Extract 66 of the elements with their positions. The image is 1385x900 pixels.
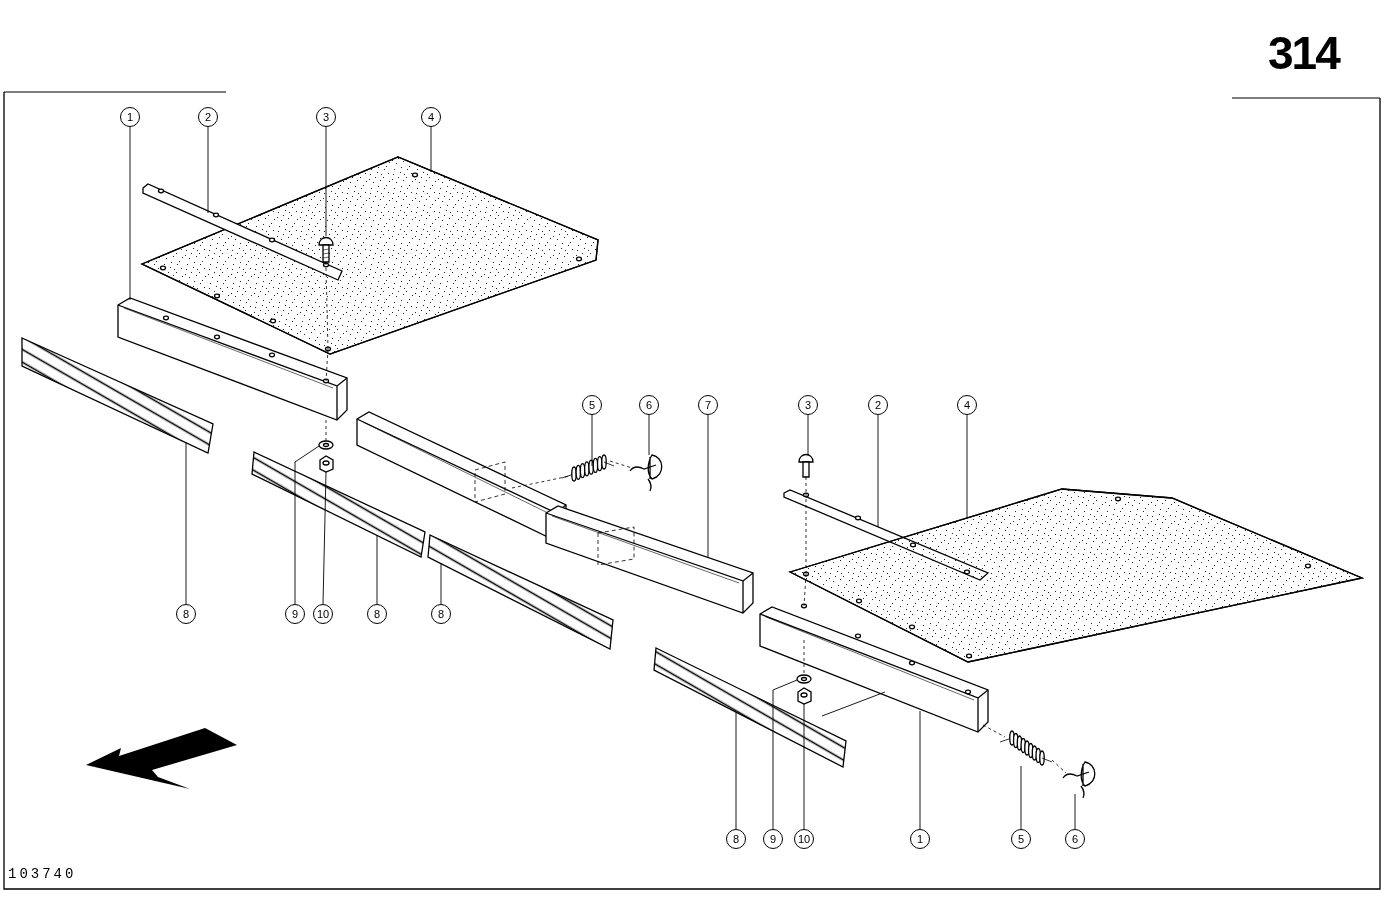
washer-drawing xyxy=(796,673,812,685)
callout-number: 5 xyxy=(582,395,602,415)
leader-line xyxy=(877,414,879,528)
hatched-strip-drawing xyxy=(426,532,614,650)
assembly-line xyxy=(821,691,886,717)
assembly-line xyxy=(325,419,327,442)
callout-number: 3 xyxy=(316,107,336,127)
callout-number: 6 xyxy=(639,395,659,415)
callout-number: 10 xyxy=(313,604,333,624)
washer-drawing xyxy=(318,439,334,451)
leader-line xyxy=(207,126,209,214)
callout-number: 6 xyxy=(1065,829,1085,849)
nut-drawing xyxy=(317,455,335,473)
leader-line xyxy=(591,414,593,467)
leader-line xyxy=(440,562,442,605)
assembly-line xyxy=(982,724,1006,738)
hatched-strip-drawing xyxy=(652,646,847,768)
callout-number: 8 xyxy=(726,829,746,849)
callout-number: 5 xyxy=(1011,829,1031,849)
leader-line xyxy=(325,126,327,237)
assembly-line xyxy=(511,475,571,489)
assembly-line xyxy=(805,476,807,494)
floor-plate-drawing xyxy=(786,486,1366,666)
leader-line xyxy=(322,471,327,605)
hatched-strip-drawing xyxy=(250,450,426,558)
leader-line xyxy=(1020,765,1022,830)
assembly-line xyxy=(325,267,329,350)
leader-line xyxy=(294,445,320,605)
leader-line xyxy=(430,126,432,173)
callout-number: 3 xyxy=(798,395,818,415)
leader-line xyxy=(735,711,737,830)
assembly-line xyxy=(803,639,805,675)
leader-line xyxy=(807,414,809,456)
page-number: 314 xyxy=(1268,26,1339,80)
bolt-drawing xyxy=(797,451,815,479)
callout-number: 4 xyxy=(957,395,977,415)
hatched-strip-drawing xyxy=(19,335,216,455)
leader-line xyxy=(376,534,378,605)
assembly-line xyxy=(609,460,633,469)
callout-number: 1 xyxy=(120,107,140,127)
assembly-line xyxy=(1051,759,1067,774)
leader-line xyxy=(707,414,709,558)
drawing-number: 103740 xyxy=(8,866,77,882)
leader-line xyxy=(803,703,805,830)
leader-line xyxy=(129,126,131,301)
leader-line xyxy=(966,414,968,519)
assembly-line xyxy=(325,348,329,382)
callout-number: 8 xyxy=(367,604,387,624)
nut-drawing xyxy=(795,687,813,705)
callout-number: 2 xyxy=(198,107,218,127)
leader-line xyxy=(648,414,650,456)
assembly-line xyxy=(805,492,807,575)
callout-number: 10 xyxy=(794,829,814,849)
callout-number: 9 xyxy=(763,829,783,849)
assembly-line xyxy=(803,573,807,607)
callout-number: 7 xyxy=(698,395,718,415)
leader-line xyxy=(919,710,921,830)
leader-line xyxy=(772,679,798,830)
callout-number: 9 xyxy=(285,604,305,624)
leader-line xyxy=(1074,793,1076,830)
callout-number: 8 xyxy=(431,604,451,624)
callout-number: 2 xyxy=(868,395,888,415)
callout-number: 4 xyxy=(421,107,441,127)
callout-number: 8 xyxy=(176,604,196,624)
leader-line xyxy=(185,441,187,605)
callout-number: 1 xyxy=(910,829,930,849)
